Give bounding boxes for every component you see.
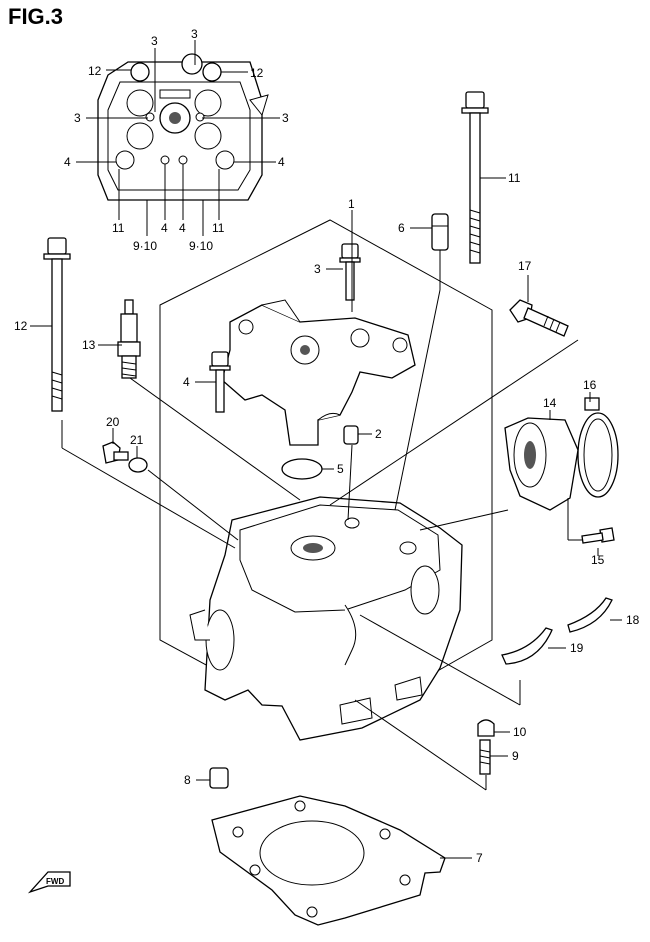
spark-plug bbox=[117, 299, 141, 379]
fwd-label: FWD bbox=[46, 877, 64, 886]
callout-top-4-left: 4 bbox=[64, 155, 71, 169]
callout-part-21: 21 bbox=[130, 433, 144, 447]
callout-part-10: 10 bbox=[513, 725, 527, 739]
callout-top-12-left: 12 bbox=[88, 64, 102, 78]
stud-9 bbox=[479, 739, 491, 775]
hose-clamp bbox=[577, 397, 619, 498]
callout-top-4-bottom-a: 4 bbox=[161, 221, 168, 235]
cap-nut bbox=[477, 719, 495, 737]
cylinder-head bbox=[189, 496, 463, 741]
callout-part-14: 14 bbox=[543, 396, 557, 410]
head-gasket bbox=[211, 795, 446, 926]
callout-top-910-left: 9·10 bbox=[133, 239, 157, 253]
assembly-outline bbox=[159, 219, 493, 733]
intake-pipe bbox=[504, 417, 579, 511]
stud-bolt-long bbox=[461, 91, 489, 264]
camshaft-holder bbox=[221, 299, 416, 446]
half-ring-18 bbox=[567, 597, 613, 633]
callout-part-20: 20 bbox=[106, 415, 120, 429]
callout-part-9: 9 bbox=[512, 749, 519, 763]
callout-part-5: 5 bbox=[337, 462, 344, 476]
callout-part-2: 2 bbox=[375, 427, 382, 441]
callout-part-15: 15 bbox=[591, 553, 605, 567]
callout-part-8: 8 bbox=[184, 773, 191, 787]
dowel-pin bbox=[343, 425, 359, 445]
callout-part-11: 11 bbox=[508, 171, 521, 185]
callout-part-13: 13 bbox=[82, 338, 96, 352]
top-view-leaders bbox=[76, 40, 280, 236]
callout-part-12: 12 bbox=[14, 319, 28, 333]
callout-part-16: 16 bbox=[583, 378, 597, 392]
bolt-15 bbox=[581, 527, 615, 544]
callout-top-11-right: 11 bbox=[212, 221, 225, 235]
fwd-arrow: FWD bbox=[27, 871, 71, 894]
tensioner-part bbox=[431, 213, 449, 290]
callout-top-4-right: 4 bbox=[278, 155, 285, 169]
callout-top-3-mid: 3 bbox=[191, 27, 198, 41]
main-leaders bbox=[30, 177, 622, 859]
callout-labels: 12 3 3 12 3 3 4 4 11 4 4 11 9·10 9·10 1 … bbox=[14, 27, 640, 865]
half-ring-19 bbox=[501, 627, 553, 665]
figure-title: FIG.3 bbox=[8, 4, 64, 29]
callout-part-18: 18 bbox=[626, 613, 640, 627]
callout-part-6: 6 bbox=[398, 221, 405, 235]
callout-top-11-left: 11 bbox=[112, 221, 125, 235]
callout-part-7: 7 bbox=[476, 851, 483, 865]
callout-part-4: 4 bbox=[183, 375, 190, 389]
callout-top-4-bottom-b: 4 bbox=[179, 221, 186, 235]
bolt-20 bbox=[102, 441, 129, 464]
bolt-4 bbox=[209, 351, 231, 413]
bolt-3 bbox=[339, 243, 361, 301]
callout-top-3-left: 3 bbox=[151, 34, 158, 48]
stud-bolt-left bbox=[43, 237, 71, 412]
callout-part-1: 1 bbox=[348, 197, 355, 211]
washer-21 bbox=[128, 457, 148, 473]
callout-part-3: 3 bbox=[314, 262, 321, 276]
cylinder-head-top-view bbox=[97, 53, 269, 201]
callout-top-12-right: 12 bbox=[250, 66, 264, 80]
callout-top-3-right-side: 3 bbox=[282, 111, 289, 125]
callout-top-910-right: 9·10 bbox=[189, 239, 213, 253]
dowel-8 bbox=[209, 767, 229, 789]
callout-top-3-left-side: 3 bbox=[74, 111, 81, 125]
bolt-17 bbox=[509, 299, 569, 337]
callout-part-19: 19 bbox=[570, 641, 584, 655]
callout-part-17: 17 bbox=[518, 259, 532, 273]
o-ring bbox=[281, 458, 323, 480]
